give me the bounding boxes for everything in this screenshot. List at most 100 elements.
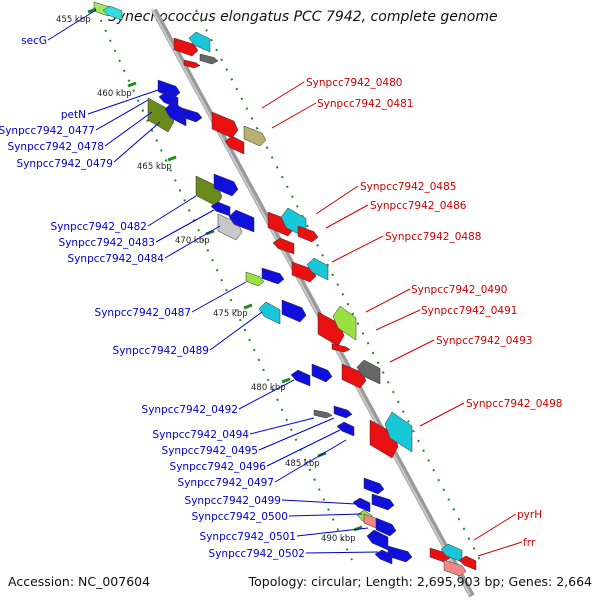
gene-arrow: [258, 301, 281, 325]
gene-label[interactable]: Synpcc7942_0495: [162, 445, 258, 457]
label-connector: [389, 339, 435, 363]
label-connector: [266, 429, 341, 467]
gene-label[interactable]: Synpcc7942_0496: [170, 461, 267, 473]
gene-arrow: [366, 529, 389, 551]
label-connector: [281, 499, 357, 505]
label-connector: [315, 185, 359, 215]
gene-arrow: [313, 409, 333, 419]
gene-features: [93, 1, 477, 577]
gene-arrow: [261, 267, 285, 285]
gene-arrow: [443, 559, 467, 577]
gene-label[interactable]: Synpcc7942_0477: [0, 125, 95, 137]
gene-arrow: [183, 59, 201, 69]
gene-arrow: [371, 493, 395, 511]
gene-label[interactable]: Synpcc7942_0484: [68, 253, 165, 265]
gene-arrow: [213, 173, 239, 197]
gene-label[interactable]: Synpcc7942_0502: [209, 548, 305, 560]
gene-arrow: [224, 135, 245, 155]
gene-label[interactable]: Synpcc7942_0485: [360, 181, 456, 193]
gene-label[interactable]: Synpcc7942_0489: [113, 345, 209, 357]
right-gene-labels: Synpcc7942_0480 Synpcc7942_0481 Synpcc79…: [306, 77, 562, 549]
gene-arrow: [297, 225, 319, 243]
gene-label[interactable]: Synpcc7942_0490: [411, 284, 507, 296]
label-connector: [113, 121, 161, 163]
gene-label[interactable]: Synpcc7942_0482: [51, 221, 147, 233]
gene-label[interactable]: Synpcc7942_0481: [317, 98, 413, 110]
gene-label[interactable]: Synpcc7942_0498: [466, 398, 562, 410]
label-connector: [288, 513, 363, 517]
gene-label[interactable]: Synpcc7942_0493: [436, 335, 532, 347]
label-connector: [331, 235, 384, 263]
label-connector: [325, 204, 369, 229]
label-connector: [296, 527, 369, 537]
label-connector: [274, 439, 347, 483]
genome-summary: Topology: circular; Length: 2,695,903 bp…: [248, 574, 592, 589]
label-connector: [191, 281, 247, 313]
gene-label[interactable]: Synpcc7942_0483: [59, 237, 155, 249]
gene-arrow: [363, 477, 385, 495]
label-connector: [258, 417, 335, 451]
gene-arrow: [332, 305, 357, 341]
gene-label[interactable]: secG: [21, 35, 47, 47]
label-connector: [261, 81, 305, 109]
tick-mark: [243, 303, 253, 310]
tick-mark: [167, 155, 177, 162]
label-connector: [209, 311, 263, 351]
guide-line: [195, 9, 481, 561]
gene-arrow: [245, 271, 265, 287]
gene-arrow: [375, 517, 397, 537]
tick-label: 475 kbp: [213, 309, 248, 319]
gene-label[interactable]: Synpcc7942_0492: [142, 404, 238, 416]
tick-mark: [281, 377, 291, 384]
gene-arrow: [181, 107, 203, 123]
gene-label[interactable]: petN: [61, 109, 86, 121]
gene-arrow: [211, 111, 239, 139]
gene-arrow: [352, 497, 371, 513]
gene-label[interactable]: Synpcc7942_0499: [185, 495, 281, 507]
label-connector: [271, 102, 317, 129]
tick-mark: [127, 81, 137, 88]
tick-label: 455 kbp: [56, 15, 91, 25]
gene-label[interactable]: Synpcc7942_0478: [8, 141, 104, 153]
gene-arrow: [384, 411, 413, 453]
gene-label[interactable]: Synpcc7942_0488: [385, 231, 481, 243]
label-connector: [249, 417, 315, 435]
label-connector: [87, 89, 159, 115]
gene-arrow: [243, 125, 267, 147]
label-connectors: [47, 9, 523, 557]
label-connector: [164, 225, 221, 259]
gene-arrow: [341, 363, 367, 389]
label-connector: [238, 379, 295, 410]
gene-label[interactable]: Synpcc7942_0500: [192, 511, 288, 523]
gene-arrow: [173, 37, 199, 57]
gene-label[interactable]: Synpcc7942_0497: [178, 477, 274, 489]
gene-label[interactable]: Synpcc7942_0487: [95, 307, 191, 319]
gene-label[interactable]: Synpcc7942_0479: [17, 158, 113, 170]
gene-arrow: [102, 5, 123, 21]
gene-label[interactable]: frr: [523, 537, 536, 549]
tick-mark: [87, 7, 97, 14]
gene-arrow: [440, 543, 463, 563]
gene-label[interactable]: Synpcc7942_0494: [153, 429, 250, 441]
label-connector: [305, 551, 379, 554]
backbone: [151, 8, 475, 598]
gene-label[interactable]: pyrH: [517, 509, 542, 521]
label-connector: [419, 402, 465, 427]
tick-label: 480 kbp: [251, 383, 286, 393]
gene-arrow: [336, 421, 355, 437]
gene-label[interactable]: Synpcc7942_0491: [421, 305, 517, 317]
gene-arrow: [281, 299, 307, 323]
gene-arrow: [331, 343, 351, 353]
guide-lines: [95, 9, 481, 561]
gene-arrow: [306, 257, 329, 281]
gene-arrow: [374, 549, 393, 565]
gene-label[interactable]: Synpcc7942_0501: [200, 531, 296, 543]
gene-label[interactable]: Synpcc7942_0486: [370, 200, 467, 212]
gene-label[interactable]: Synpcc7942_0480: [306, 77, 402, 89]
tick-label: 490 kbp: [321, 534, 356, 544]
tick-label: 460 kbp: [97, 89, 132, 99]
gene-arrow: [333, 405, 353, 419]
gene-arrow: [311, 363, 333, 383]
tick-label: 465 kbp: [137, 162, 172, 172]
label-connector: [473, 513, 517, 541]
